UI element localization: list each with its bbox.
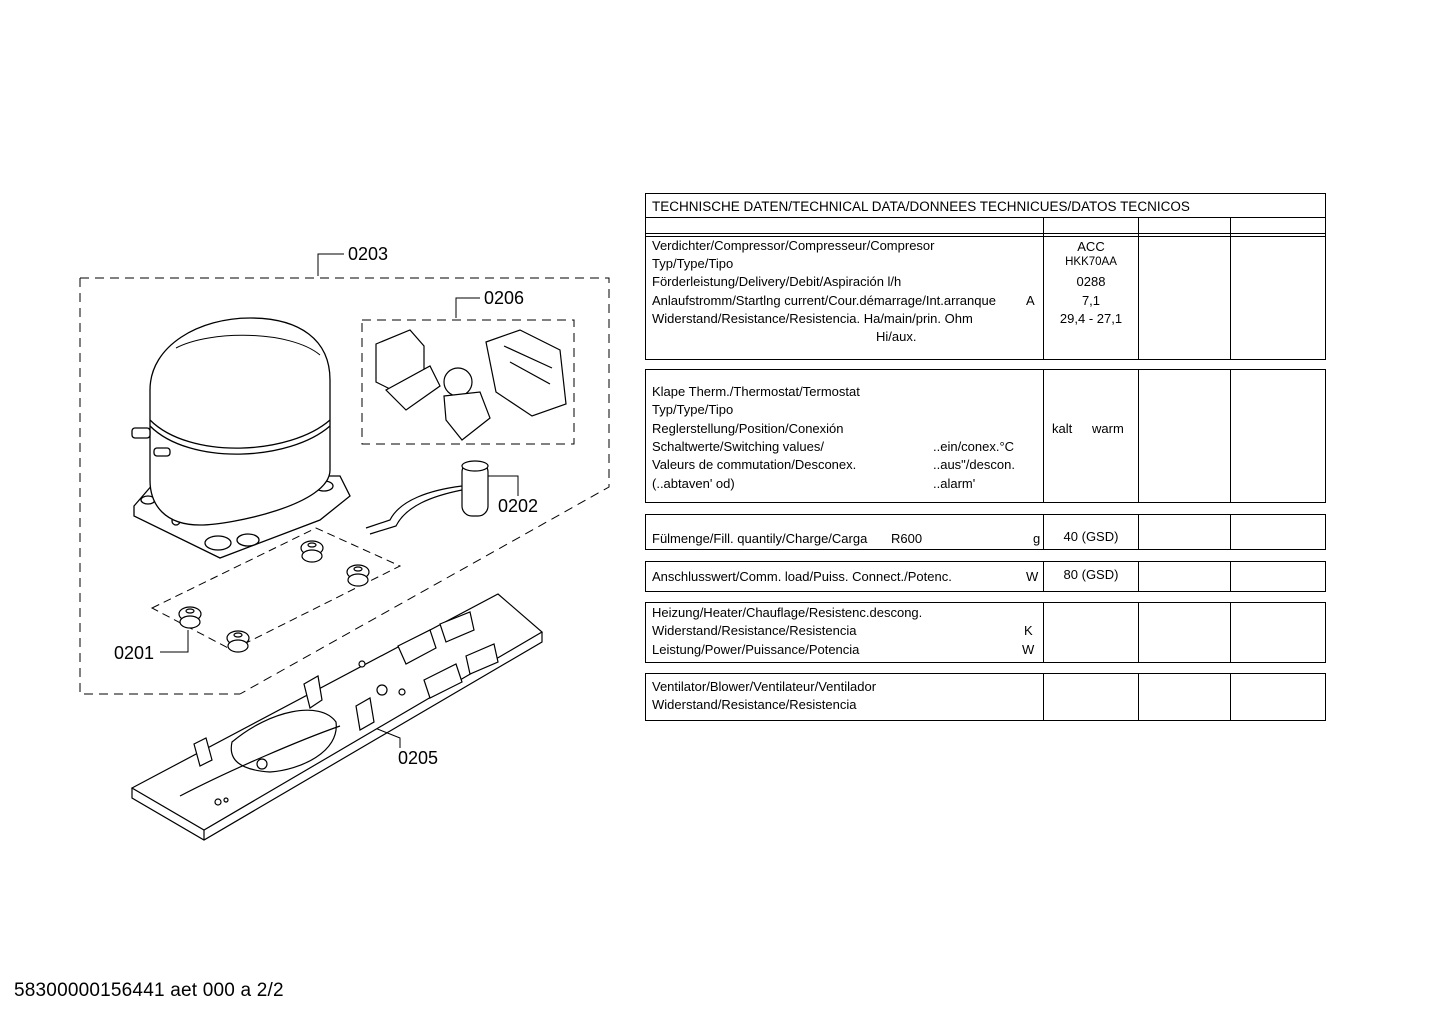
callout-0201: 0201 [114,643,154,663]
compressor-section: Verdichter/Compressor/Compresseur/Compre… [645,236,1326,360]
compressor-current-value: 7,1 [1081,293,1101,308]
fill-quantity-label: Fülmenge/Fill. quantily/Charge/Carga [652,531,868,546]
capacitor-illustration [365,460,489,535]
unit-ampere: A [1026,293,1035,308]
compressor-type-label: Typ/Type/Tipo [652,256,734,271]
base-plate-illustration [130,593,544,841]
refrigerant-label: R600 [891,531,923,546]
callout-0202: 0202 [498,496,538,516]
compressor-value: ACC [1077,239,1105,254]
fill-quantity-section: Fülmenge/Fill. quantily/Charge/Carga R60… [645,514,1326,550]
callout-0205: 0205 [398,748,438,768]
kalt-label: kalt [1052,421,1073,436]
fan-label: Ventilator/Blower/Ventilateur/Ventilador [652,679,877,694]
grommet-group-boundary [150,527,402,651]
fan-resistance-label: Widerstand/Resistance/Resistencia [652,697,857,712]
grommet-3 [178,606,202,629]
connected-load-label: Anschlusswert/Comm. load/Puiss. Connect.… [652,569,952,584]
unit-watt: W [1026,569,1039,584]
thermostat-switching-label: Schaltwerte/Switching values/ [652,439,824,454]
thermostat-label: Klape Therm./Thermostat/Termostat [652,384,860,399]
alarm-label: ..alarm' [933,476,976,491]
unit-kelvin: K [1024,623,1033,638]
heater-resistance-label: Widerstand/Resistance/Resistencia [652,623,857,638]
technical-data-title: TECHNISCHE DATEN/TECHNICAL DATA/DONNEES … [652,199,1190,214]
warm-label: warm [1092,421,1124,436]
assembly-boundary-0203 [79,277,610,695]
callout-0206: 0206 [484,288,524,308]
technical-data-header: TECHNISCHE DATEN/TECHNICAL DATA/DONNEES … [645,193,1326,237]
thermostat-section: Klape Therm./Thermostat/Termostat Typ/Ty… [645,369,1326,503]
grommet-1 [300,540,324,563]
thermostat-type-label: Typ/Type/Tipo [652,402,734,417]
switch-on-label: ..ein/conex.°C [933,439,1015,454]
grommet-2 [346,564,370,587]
connected-load-section: Anschlusswert/Comm. load/Puiss. Connect.… [645,561,1326,592]
callout-0203: 0203 [348,244,388,264]
fan-section: Ventilator/Blower/Ventilateur/Ventilador… [645,673,1326,721]
unit-watt-heater: W [1022,642,1035,657]
grommet-4 [226,630,250,653]
compressor-resistance-value: 29,4 - 27,1 [1059,311,1123,326]
fill-quantity-value: 40 (GSD) [1063,529,1119,544]
document-id: 58300000156441 aet 000 a 2/2 [14,980,284,1001]
heater-section: Heizung/Heater/Chauflage/Resistenc.desco… [645,602,1326,663]
compressor-resistance-label: Widerstand/Resistance/Resistencia. Ha/ma… [652,311,973,326]
compressor-illustration [131,317,351,559]
compressor-aux-label: Hi/aux. [876,329,917,344]
compressor-starting-current-label: Anlaufstromm/Startlng current/Cour.démar… [652,293,996,308]
unit-gram: g [1033,531,1041,546]
assembly-boundary-0206 [361,319,575,445]
heater-label: Heizung/Heater/Chauflage/Resistenc.desco… [652,605,923,620]
connected-load-value: 80 (GSD) [1063,567,1119,582]
grommets-illustration [178,540,370,653]
compressor-type-value: HKK70AA [1065,256,1117,268]
exploded-parts-drawing: 0203 0206 0202 0201 0205 [79,244,610,841]
compressor-delivery-value: 0288 [1076,274,1106,289]
thermostat-defrost-label: (..abtaven' od) [652,476,735,491]
relay-illustration [375,329,567,441]
thermostat-commutation-label: Valeurs de commutation/Desconex. [652,457,857,472]
thermostat-position-label: Reglerstellung/Position/Conexión [652,421,844,436]
compressor-label: Verdichter/Compressor/Compresseur/Compre… [652,238,935,253]
switch-off-label: ..aus"/descon. [933,457,1015,472]
heater-power-label: Leistung/Power/Puissance/Potencia [652,642,860,657]
compressor-delivery-label: Förderleistung/Delivery/Debit/Aspiración… [652,274,902,289]
